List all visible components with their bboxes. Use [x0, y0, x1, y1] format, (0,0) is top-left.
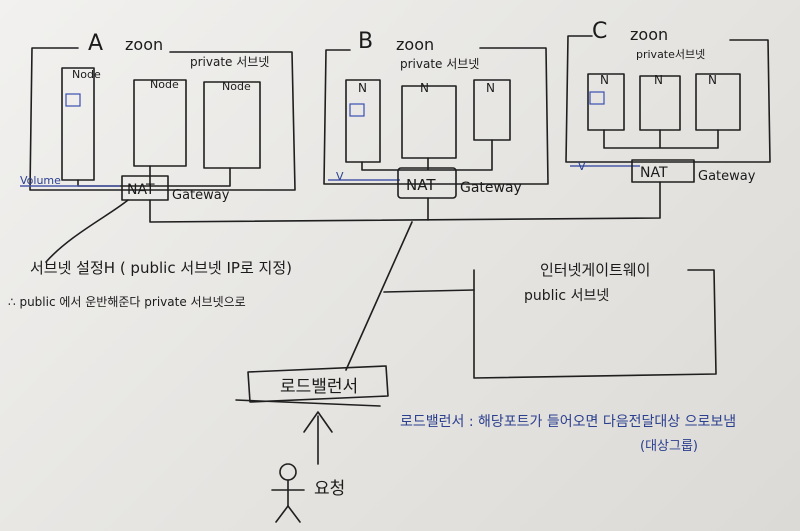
load-balancer-underline	[235, 399, 381, 407]
user-icon	[271, 463, 305, 523]
zone-a-nat-box	[121, 175, 169, 201]
igw-link-line	[383, 289, 475, 293]
zone-c-volume-label: V	[578, 160, 586, 173]
zone-c-gateway-label: Gateway	[698, 169, 756, 184]
zone-a-box	[29, 47, 296, 191]
zone-b-node-2-label: N	[420, 81, 429, 95]
internet-gateway: 인터넷게이트웨이 public 서브넷	[473, 261, 717, 379]
route-note: ∴ public 에서 운반해준다 private 서브넷으로	[8, 295, 246, 309]
load-balancer-label: 로드밸런서	[280, 377, 358, 397]
zone-a-node-1	[61, 67, 95, 181]
zone-c-nat-label: NAT	[640, 165, 668, 181]
zone-c-subnet-label: private서브넷	[636, 48, 705, 61]
request-flow: 요청	[271, 411, 345, 523]
zone-c-label: zoon	[630, 25, 668, 44]
zone-b-gateway-label: Gateway	[460, 180, 522, 196]
zone-a-volume-label: Volume	[20, 174, 61, 187]
zone-b-node-2	[401, 85, 457, 159]
zone-c-node-3-label: N	[708, 73, 717, 87]
zone-b-node-1-label: N	[358, 81, 367, 95]
zone-b: B zoon private 서브넷 N N N V NAT Gateway	[323, 29, 549, 199]
zone-a-letter: A	[88, 31, 103, 56]
zone-c: C zoon private서브넷 N N N V NAT Gateway	[565, 19, 771, 184]
load-balancer-note-target-group: (대상그룹)	[640, 439, 698, 454]
zone-c-letter: C	[592, 19, 607, 44]
zone-a-note-pointer	[45, 199, 129, 263]
zone-c-nat-box	[631, 159, 695, 183]
zone-c-pod-icon	[589, 91, 605, 105]
zone-c-box	[565, 35, 771, 163]
zone-a-label: zoon	[125, 35, 163, 54]
zone-a-node-1-label: Node	[72, 68, 101, 81]
zone-b-volume-label: V	[336, 170, 344, 183]
zone-c-node-2-label: N	[654, 73, 663, 87]
load-balancer: 로드밸런서 로드밸런서 : 해당포트가 들어오면 다음전달대상 으로보냄 (대상…	[235, 365, 736, 454]
subnet-setting-note: 서브넷 설정H ( public 서브넷 IP로 지정)	[30, 259, 292, 277]
zone-a-node-2-label: Node	[150, 78, 179, 91]
request-arrow-head	[303, 411, 333, 433]
zone-a-node-3	[203, 81, 261, 169]
zone-b-node-links	[361, 139, 493, 171]
internet-gateway-box	[473, 269, 717, 379]
zone-a-node-3-label: Node	[222, 80, 251, 93]
zone-c-node-1	[587, 73, 625, 131]
zone-b-node-3-label: N	[486, 81, 495, 95]
load-balancer-box	[247, 365, 389, 403]
zone-b-subnet-label: private 서브넷	[400, 57, 479, 71]
request-label: 요청	[314, 479, 345, 499]
zone-b-label: zoon	[396, 35, 434, 54]
zone-a-node-2	[133, 79, 187, 167]
zone-a-subnet-label: private 서브넷	[190, 55, 269, 69]
zone-b-letter: B	[358, 29, 373, 54]
zone-c-node-3	[695, 73, 741, 131]
lb-uplink-line	[345, 221, 413, 371]
zone-b-box	[323, 47, 549, 185]
internet-gateway-title: 인터넷게이트웨이	[540, 261, 650, 279]
zone-b-nat-label: NAT	[406, 176, 436, 194]
zone-a: A zoon private 서브넷 Node Node Node Volume…	[20, 31, 296, 203]
zone-b-node-1	[345, 79, 381, 163]
zone-b-nat-box	[397, 167, 457, 199]
load-balancer-note: 로드밸런서 : 해당포트가 들어오면 다음전달대상 으로보냄	[400, 414, 736, 430]
internet-gateway-subtitle: public 서브넷	[524, 288, 609, 304]
zone-b-pod-icon	[349, 103, 365, 117]
zone-a-pod-icon	[65, 93, 81, 107]
zone-a-nat-label: NAT	[127, 182, 155, 198]
zone-c-node-1-label: N	[600, 73, 609, 87]
zone-a-gateway-label: Gateway	[172, 188, 230, 203]
nat-interconnect-line	[149, 181, 661, 223]
zone-c-node-links	[603, 129, 719, 149]
